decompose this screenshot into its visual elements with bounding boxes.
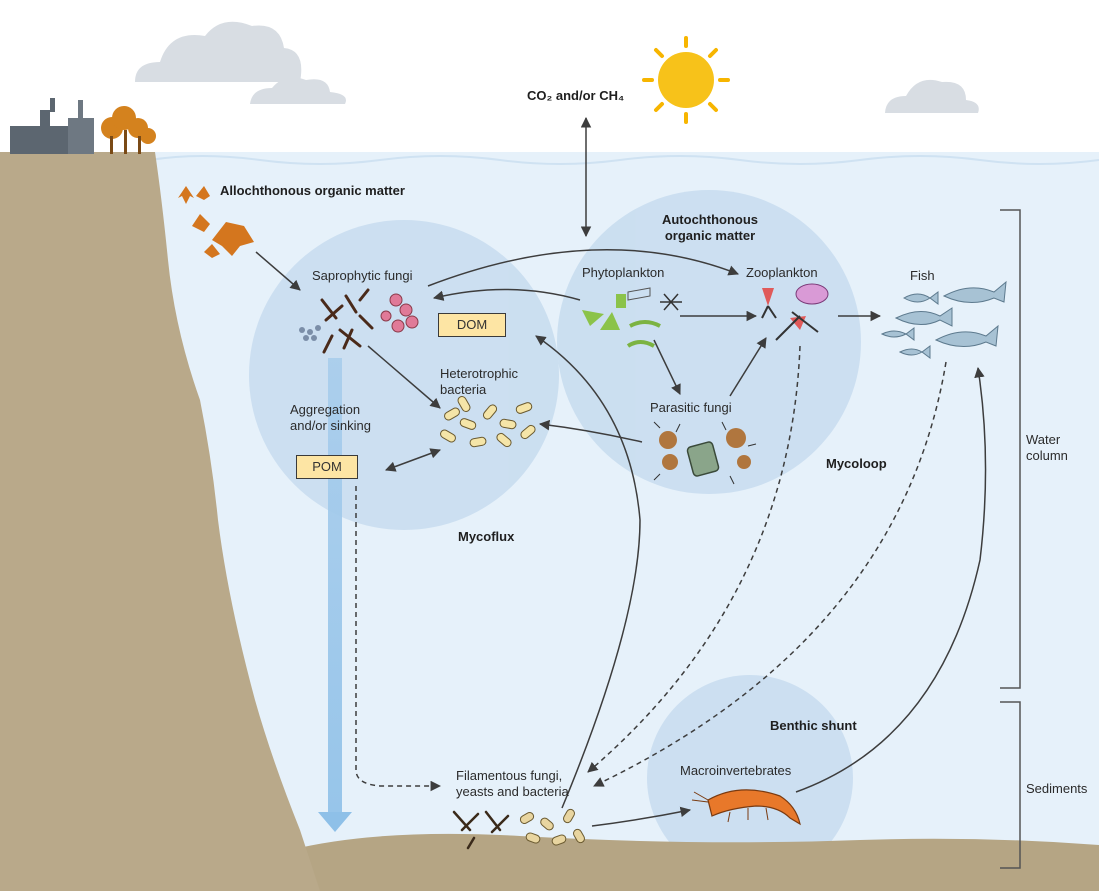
pom-box: POM [296, 455, 358, 479]
sediments-label: Sediments [1026, 781, 1088, 796]
parasitic-fungi-label: Parasitic fungi [650, 400, 732, 415]
mycoloop-label: Mycoloop [826, 456, 887, 471]
zooplankton-label: Zooplankton [746, 265, 818, 280]
fish-label: Fish [910, 268, 935, 283]
saprophytic-fungi-label: Saprophytic fungi [312, 268, 413, 283]
water-column-label: Water column [1026, 432, 1068, 463]
zooplankton-icon [761, 283, 829, 341]
saprophytic-fungi-icon [299, 288, 419, 354]
trees-icon [101, 106, 156, 154]
flow-arrows [255, 116, 987, 827]
water-surface [149, 155, 1099, 165]
sediment-floor [290, 833, 1099, 891]
aggregation-label: Aggregation and/or sinking [290, 402, 371, 433]
bacteria-icon [440, 396, 536, 448]
process-circles [249, 190, 861, 881]
parasitic-fungi-icon [653, 421, 757, 485]
clouds [135, 21, 979, 113]
macroinvertebrate-icon [691, 789, 801, 826]
mycoflux-label: Mycoflux [458, 529, 515, 544]
benthic-shunt-label: Benthic shunt [770, 718, 857, 733]
fish-icons [880, 280, 1007, 359]
dashed-arrows [355, 345, 947, 792]
sediment-microbes-icon [452, 808, 585, 850]
filamentous-label: Filamentous fungi, yeasts and bacteria [456, 768, 569, 799]
allochthonous-label: Allochthonous organic matter [220, 183, 405, 198]
heterotrophic-bacteria-label: Heterotrophic bacteria [440, 366, 519, 397]
land-cliff [0, 152, 320, 891]
factory-icon [10, 98, 94, 154]
dom-box: DOM [438, 313, 506, 337]
autochthonous-label: Autochthonous organic matter [661, 212, 759, 243]
zone-brackets [1000, 209, 1021, 869]
leaf-icons [178, 186, 254, 258]
co2-label: CO₂ and/or CH₄ [527, 88, 625, 103]
phytoplankton-icon [582, 287, 682, 348]
sun-icon [642, 36, 730, 124]
macroinvertebrates-label: Macroinvertebrates [680, 763, 792, 778]
phytoplankton-label: Phytoplankton [582, 265, 665, 280]
